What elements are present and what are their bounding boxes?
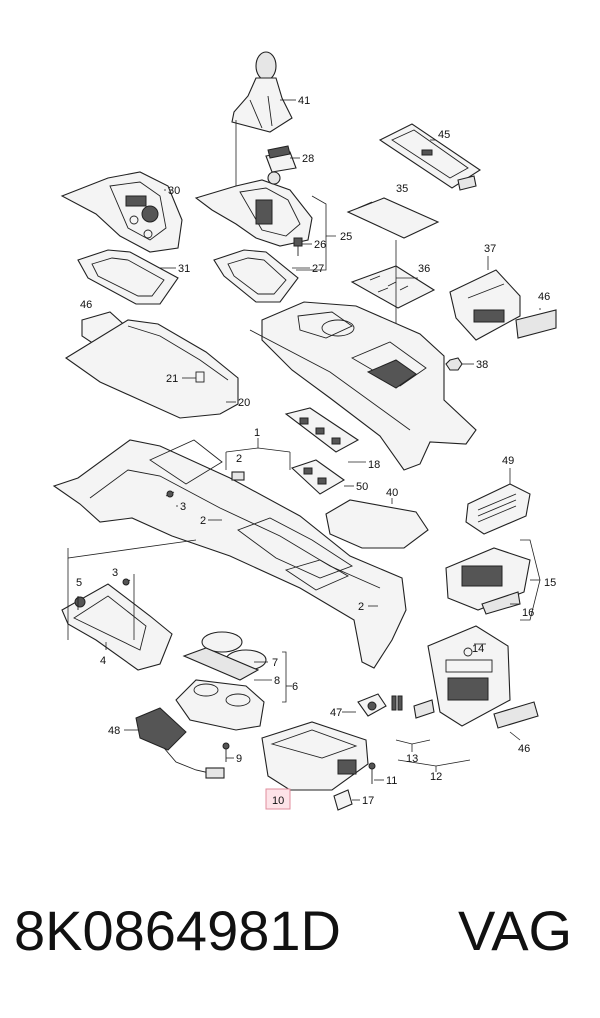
callout-49: 49 [502, 455, 514, 467]
frame-31-part [77, 249, 179, 305]
side-trim-20-part [65, 319, 239, 419]
exploded-parts-diagram: 41 45 28 30 35 26 25 31 27 36 37 46 46 3… [52, 51, 557, 811]
screw-11-part [368, 762, 376, 784]
callout-15: 15 [544, 577, 556, 589]
shift-boot-part [231, 51, 293, 200]
callout-14: 14 [472, 643, 484, 655]
callout-47: 47 [330, 707, 342, 719]
callout-9: 9 [236, 753, 242, 765]
callout-41: 41 [298, 95, 310, 107]
callout-6: 6 [292, 681, 298, 693]
callout-10: 10 [272, 795, 284, 807]
callout-2-top: 2 [236, 453, 242, 465]
switch-panel-50-part [290, 459, 346, 495]
screw-9-part [222, 742, 230, 762]
brand-text: VAG [458, 899, 573, 962]
rear-panel-14-part [427, 625, 511, 727]
frame-27-part [213, 249, 299, 303]
center-console-upper-part [249, 301, 477, 471]
callout-labels: 41 45 28 30 35 26 25 31 27 36 37 46 46 3… [76, 95, 556, 807]
callout-12: 12 [430, 771, 442, 783]
callout-46-left: 46 [80, 299, 92, 311]
clip-26-part [293, 237, 303, 256]
armrest-lid-40-part [325, 499, 429, 549]
mat-35-part [346, 197, 440, 239]
callout-13: 13 [406, 753, 418, 765]
screws-part [77, 490, 175, 610]
callout-37: 37 [484, 243, 496, 255]
callout-35: 35 [396, 183, 408, 195]
callout-31: 31 [178, 263, 190, 275]
bracket-4-part [61, 583, 173, 671]
callout-38: 38 [476, 359, 488, 371]
callout-4: 4 [100, 655, 106, 667]
switch-panel-18-part [284, 407, 360, 453]
callout-48: 48 [108, 725, 120, 737]
leader-lines [67, 99, 541, 801]
part-number-text: 8K0864981D [14, 899, 341, 962]
callout-27: 27 [312, 263, 324, 275]
storage-box-10-part [261, 721, 369, 791]
cover-28-part [265, 145, 297, 173]
highlight-box-10 [265, 788, 291, 810]
clips-13-part [391, 695, 435, 719]
panel-46-part [493, 701, 539, 729]
vent-49-part [465, 483, 531, 535]
callout-7: 7 [272, 657, 278, 669]
rear-housing-37-part [449, 269, 557, 341]
callout-21: 21 [166, 373, 178, 385]
callout-45: 45 [438, 129, 450, 141]
tray-lid-part [378, 123, 481, 191]
callout-40: 40 [386, 487, 398, 499]
callout-2-mid: 2 [200, 515, 206, 527]
callout-30: 30 [168, 185, 180, 197]
callout-1: 1 [254, 427, 260, 439]
nut-38-part [445, 357, 463, 371]
socket-47-part [357, 693, 387, 717]
callout-20: 20 [238, 397, 250, 409]
callout-46-lower: 46 [518, 743, 530, 755]
callout-17: 17 [362, 795, 374, 807]
callout-26: 26 [314, 239, 326, 251]
callout-3-left: 3 [112, 567, 118, 579]
callout-46-rear: 46 [538, 291, 550, 303]
callout-50: 50 [356, 481, 368, 493]
cup-holder-insert-part [175, 631, 267, 731]
callout-36: 36 [418, 263, 430, 275]
module-48-part [135, 707, 225, 779]
trim-panel-25-part [194, 171, 313, 247]
callout-18: 18 [368, 459, 380, 471]
callout-28: 28 [302, 153, 314, 165]
cover-17-part [333, 789, 353, 811]
callout-5: 5 [76, 577, 82, 589]
callout-16: 16 [522, 607, 534, 619]
trim-panel-30-part [60, 171, 183, 253]
callout-2-right: 2 [358, 601, 364, 613]
callout-3-top: 3 [180, 501, 186, 513]
center-console-lower-part [52, 439, 407, 669]
callout-8: 8 [274, 675, 280, 687]
callout-25: 25 [340, 231, 352, 243]
vent-housing-15-part [445, 547, 531, 615]
callout-11: 11 [386, 775, 397, 787]
